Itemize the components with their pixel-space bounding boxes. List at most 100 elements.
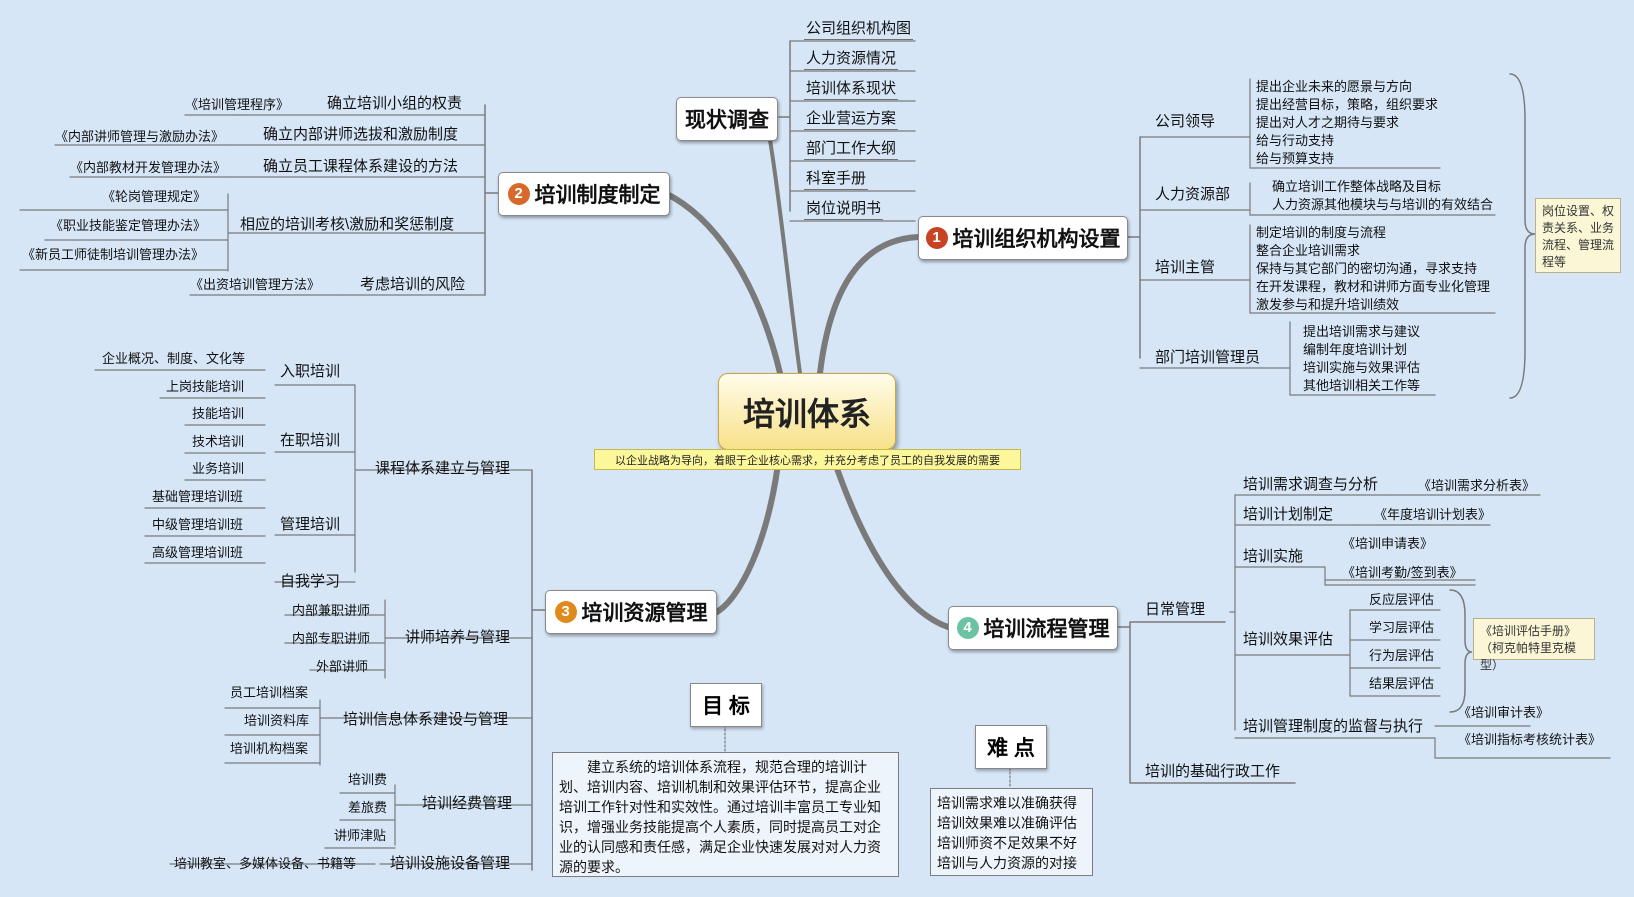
goal-title[interactable]: 目 标 — [690, 683, 762, 727]
goal-text: 建立系统的培训体系流程，规范合理的培训计划、培训内容、培训机制和效果评估环节，提… — [552, 752, 899, 877]
eval-note-line: （柯克帕特里克模型） — [1480, 641, 1577, 672]
eval-note-line: 《培训评估手册》 — [1480, 624, 1577, 638]
branch2-title: 培训制度制定 — [534, 184, 661, 207]
course-item: 高级管理培训班 — [152, 545, 244, 560]
policy-doc: 《轮岗管理规定》 — [102, 189, 207, 204]
role-duty: 激发参与和提升培训绩效 — [1256, 297, 1400, 312]
role-duty: 在开发课程，教材和讲师方面专业化管理 — [1256, 279, 1491, 294]
role-label[interactable]: 部门培训管理员 — [1155, 349, 1261, 366]
process-step[interactable]: 培训需求调查与分析 — [1243, 476, 1379, 493]
course-item: 上岗技能培训 — [166, 379, 245, 394]
survey-item[interactable]: 培训体系现状 — [804, 81, 899, 100]
process-step[interactable]: 培训计划制定 — [1243, 506, 1334, 523]
central-slogan: 以企业战略为导向，着眼于企业核心需求，并充分考虑了员工的自我发展的需要 — [594, 449, 1021, 470]
facility-item: 培训教室、多媒体设备、书籍等 — [174, 856, 357, 871]
difficulty-item: 培训需求难以准确获得 — [937, 795, 1077, 811]
process-doc: 《培训审计表》 — [1458, 705, 1550, 720]
resource-item[interactable]: 培训经费管理 — [422, 795, 513, 812]
process-step[interactable]: 培训效果评估 — [1243, 631, 1334, 648]
info-item: 培训资料库 — [244, 713, 310, 728]
number-badge-4: 4 — [956, 617, 979, 639]
policy-item[interactable]: 确立员工课程体系建设的方法 — [263, 158, 459, 175]
course-group[interactable]: 在职培训 — [280, 432, 341, 449]
daily-management[interactable]: 日常管理 — [1145, 601, 1206, 618]
role-duty: 整合企业培训需求 — [1256, 243, 1361, 258]
difficulty-item: 培训与人力资源的对接 — [937, 855, 1077, 871]
policy-item[interactable]: 确立培训小组的权责 — [327, 95, 463, 112]
resource-item[interactable]: 课程体系建立与管理 — [375, 460, 511, 477]
difficulty-title[interactable]: 难 点 — [975, 725, 1047, 769]
survey-item[interactable]: 科室手册 — [804, 171, 869, 190]
resource-item[interactable]: 培训设施设备管理 — [390, 855, 511, 872]
number-badge-3: 3 — [554, 601, 577, 623]
central-title: 培训体系 — [742, 395, 871, 432]
resource-item[interactable]: 培训信息体系建设与管理 — [343, 711, 509, 728]
policy-item[interactable]: 考虑培训的风险 — [360, 276, 466, 293]
process-step[interactable]: 培训管理制度的监督与执行 — [1243, 718, 1424, 735]
policy-doc: 《出资培训管理方法》 — [190, 277, 321, 292]
budget-item: 培训费 — [348, 772, 388, 787]
role-label[interactable]: 公司领导 — [1155, 113, 1216, 130]
policy-doc: 《内部教材开发管理办法》 — [70, 160, 227, 175]
course-item: 技术培训 — [192, 434, 245, 449]
central-topic[interactable]: 培训体系 — [718, 373, 896, 450]
role-duty: 给与预算支持 — [1256, 151, 1335, 166]
course-group[interactable]: 管理培训 — [280, 516, 341, 533]
role-duty: 提出经营目标，策略，组织要求 — [1256, 97, 1439, 112]
policy-item[interactable]: 相应的培训考核\激励和奖惩制度 — [240, 216, 455, 233]
course-item: 基础管理培训班 — [152, 489, 244, 504]
number-badge-1: 1 — [925, 227, 948, 249]
role-label[interactable]: 人力资源部 — [1155, 186, 1231, 203]
survey-item[interactable]: 企业营运方案 — [804, 111, 899, 130]
process-doc: 《年度培训计划表》 — [1374, 507, 1492, 522]
lecturer-item: 内部兼职讲师 — [292, 603, 371, 618]
branch4-title: 培训流程管理 — [983, 618, 1110, 641]
role-label[interactable]: 培训主管 — [1155, 259, 1216, 276]
eval-level: 学习层评估 — [1369, 620, 1435, 635]
process-step[interactable]: 培训实施 — [1243, 548, 1304, 565]
survey-item[interactable]: 部门工作大纲 — [804, 141, 899, 160]
process-doc: 《培训指标考核统计表》 — [1458, 732, 1602, 747]
eval-note: 《培训评估手册》 （柯克帕特里克模型） — [1473, 618, 1595, 672]
admin-work[interactable]: 培训的基础行政工作 — [1145, 763, 1281, 780]
role-duty: 制定培训的制度与流程 — [1256, 225, 1387, 240]
policy-doc: 《职业技能鉴定管理办法》 — [50, 218, 207, 233]
role-duty: 人力资源其他模块与与培训的有效结合 — [1272, 197, 1494, 212]
survey-item[interactable]: 公司组织机构图 — [804, 21, 914, 40]
survey-title: 现状调查 — [685, 109, 769, 132]
branch3-title: 培训资源管理 — [581, 602, 708, 625]
course-item: 企业概况、制度、文化等 — [102, 351, 246, 366]
number-badge-2: 2 — [507, 183, 530, 205]
survey-topic[interactable]: 现状调查 — [676, 97, 778, 141]
policy-doc: 《新员工师徒制培训管理办法》 — [22, 247, 205, 262]
course-group[interactable]: 入职培训 — [280, 363, 341, 380]
survey-item[interactable]: 人力资源情况 — [804, 51, 899, 70]
resource-item[interactable]: 讲师培养与管理 — [405, 629, 511, 646]
info-item: 培训机构档案 — [230, 741, 309, 756]
eval-level: 反应层评估 — [1369, 592, 1435, 607]
course-item: 技能培训 — [192, 406, 245, 421]
lecturer-item: 内部专职讲师 — [292, 631, 371, 646]
role-duty: 提出对人才之期待与要求 — [1256, 115, 1400, 130]
role-duty: 给与行动支持 — [1256, 133, 1335, 148]
course-group[interactable]: 自我学习 — [280, 573, 341, 590]
lecturer-item: 外部讲师 — [316, 659, 369, 674]
branch1-note: 岗位设置、权责关系、业务流程、管理流程等 — [1535, 198, 1621, 273]
survey-item[interactable]: 岗位说明书 — [804, 201, 884, 220]
role-duty: 提出培训需求与建议 — [1303, 324, 1421, 339]
eval-level: 行为层评估 — [1369, 648, 1435, 663]
role-duty: 培训实施与效果评估 — [1303, 360, 1421, 375]
budget-item: 差旅费 — [348, 800, 388, 815]
policy-item[interactable]: 确立内部讲师选拔和激励制度 — [263, 126, 459, 143]
difficulty-list: 培训需求难以准确获得 培训效果难以准确评估 培训师资不足效果不好 培训与人力资源… — [930, 788, 1093, 876]
budget-item: 讲师津贴 — [334, 828, 387, 843]
info-item: 员工培训档案 — [230, 685, 309, 700]
difficulty-item: 培训效果难以准确评估 — [937, 815, 1077, 831]
role-duty: 确立培训工作整体战略及目标 — [1272, 179, 1442, 194]
